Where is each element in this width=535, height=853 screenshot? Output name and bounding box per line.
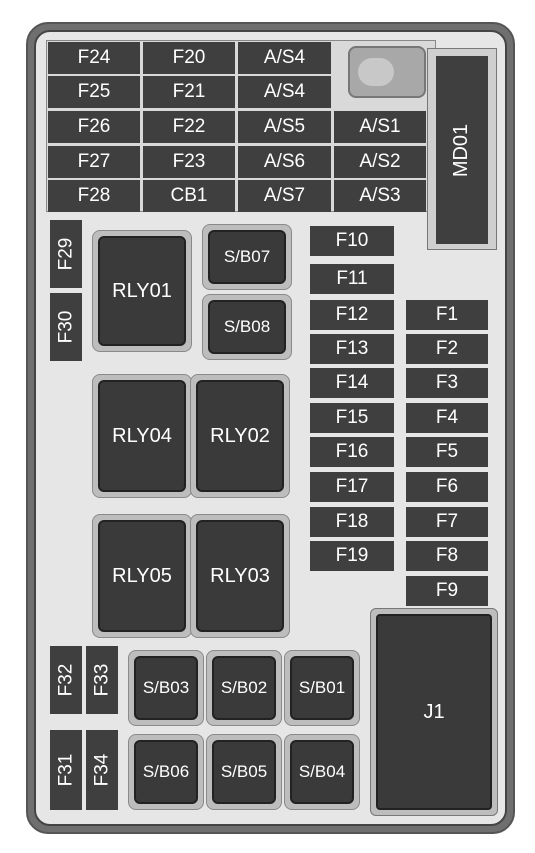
fuse-f22-r2[interactable]: F22 [143, 111, 235, 143]
fuse-sb07-label: S/B07 [223, 247, 271, 266]
relay-rly03-label: RLY03 [210, 564, 270, 587]
fuse-as5-r2[interactable]: A/S5 [238, 111, 331, 143]
fuse-f6[interactable]: F6 [406, 472, 488, 502]
fuse-as4-r0[interactable]: A/S4 [238, 42, 331, 74]
fuse-sb02-label: S/B02 [220, 678, 268, 697]
fuse-sb03-label: S/B03 [142, 678, 190, 697]
relay-rly03[interactable]: RLY03 [196, 520, 284, 632]
fuse-f14[interactable]: F14 [310, 368, 394, 398]
fuse-sb05[interactable]: S/B05 [212, 740, 276, 804]
fuse-f27-r3[interactable]: F27 [48, 146, 140, 178]
fuse-as4-r1[interactable]: A/S4 [238, 76, 331, 108]
fuse-f9[interactable]: F9 [406, 576, 488, 606]
fuse-sb06-label: S/B06 [142, 762, 190, 781]
fuse-f31[interactable]: F31 [50, 730, 82, 810]
fuse-f15[interactable]: F15 [310, 403, 394, 433]
mounting-hole-inner [358, 58, 394, 86]
fuse-f8[interactable]: F8 [406, 541, 488, 571]
fuse-as3-r4[interactable]: A/S3 [334, 180, 426, 212]
fuse-sb05-label: S/B05 [220, 762, 268, 781]
relay-rly04-label: RLY04 [112, 424, 172, 447]
fuse-f1[interactable]: F1 [406, 300, 488, 330]
fuse-f30-label: F30 [55, 310, 76, 344]
connector-j1-label: J1 [423, 700, 445, 723]
relay-rly01[interactable]: RLY01 [98, 236, 186, 346]
fuse-sb08[interactable]: S/B08 [208, 300, 286, 354]
relay-rly05[interactable]: RLY05 [98, 520, 186, 632]
fuse-sb02[interactable]: S/B02 [212, 656, 276, 720]
fuse-f13[interactable]: F13 [310, 334, 394, 364]
fuse-md01[interactable]: MD01 [436, 56, 488, 244]
fuse-f17[interactable]: F17 [310, 472, 394, 502]
fuse-f25-r1[interactable]: F25 [48, 76, 140, 108]
fuse-sb08-label: S/B08 [223, 317, 271, 336]
fuse-f33-label: F33 [91, 663, 112, 697]
fuse-as1-r2[interactable]: A/S1 [334, 111, 426, 143]
fuse-f29[interactable]: F29 [50, 220, 82, 288]
connector-j1[interactable]: J1 [376, 614, 492, 810]
relay-rly02[interactable]: RLY02 [196, 380, 284, 492]
fuse-sb04-label: S/B04 [298, 762, 346, 781]
fuse-f18[interactable]: F18 [310, 507, 394, 537]
relay-rly02-label: RLY02 [210, 424, 270, 447]
fuse-sb04[interactable]: S/B04 [290, 740, 354, 804]
relay-rly05-label: RLY05 [112, 564, 172, 587]
fuse-f34-label: F34 [91, 753, 112, 787]
fuse-sb01[interactable]: S/B01 [290, 656, 354, 720]
fuse-f29-label: F29 [55, 237, 76, 271]
fuse-sb07[interactable]: S/B07 [208, 230, 286, 284]
fuse-f10[interactable]: F10 [310, 226, 394, 256]
fuse-f20-r0[interactable]: F20 [143, 42, 235, 74]
fuse-f30[interactable]: F30 [50, 293, 82, 361]
fuse-f33[interactable]: F33 [86, 646, 118, 714]
fuse-f31-label: F31 [55, 753, 76, 787]
fuse-f32-label: F32 [55, 663, 76, 697]
relay-rly04[interactable]: RLY04 [98, 380, 186, 492]
fuse-f11[interactable]: F11 [310, 264, 394, 294]
fuse-md01-label: MD01 [450, 123, 473, 177]
fuse-f19[interactable]: F19 [310, 541, 394, 571]
fuse-f16[interactable]: F16 [310, 437, 394, 467]
fuse-f28-r4[interactable]: F28 [48, 180, 140, 212]
fuse-f3[interactable]: F3 [406, 368, 488, 398]
fuse-f7[interactable]: F7 [406, 507, 488, 537]
fuse-f32[interactable]: F32 [50, 646, 82, 714]
fuse-sb01-label: S/B01 [298, 678, 346, 697]
fuse-sb06[interactable]: S/B06 [134, 740, 198, 804]
fuse-f2[interactable]: F2 [406, 334, 488, 364]
fuse-f34[interactable]: F34 [86, 730, 118, 810]
fuse-f24-r0[interactable]: F24 [48, 42, 140, 74]
fuse-cb1-r4[interactable]: CB1 [143, 180, 235, 212]
fuse-f12[interactable]: F12 [310, 300, 394, 330]
fuse-as7-r4[interactable]: A/S7 [238, 180, 331, 212]
fuse-f21-r1[interactable]: F21 [143, 76, 235, 108]
fuse-f4[interactable]: F4 [406, 403, 488, 433]
fuse-f26-r2[interactable]: F26 [48, 111, 140, 143]
relay-rly01-label: RLY01 [112, 279, 172, 302]
fuse-as2-r3[interactable]: A/S2 [334, 146, 426, 178]
fuse-sb03[interactable]: S/B03 [134, 656, 198, 720]
fuse-as6-r3[interactable]: A/S6 [238, 146, 331, 178]
fuse-f5[interactable]: F5 [406, 437, 488, 467]
fuse-f23-r3[interactable]: F23 [143, 146, 235, 178]
